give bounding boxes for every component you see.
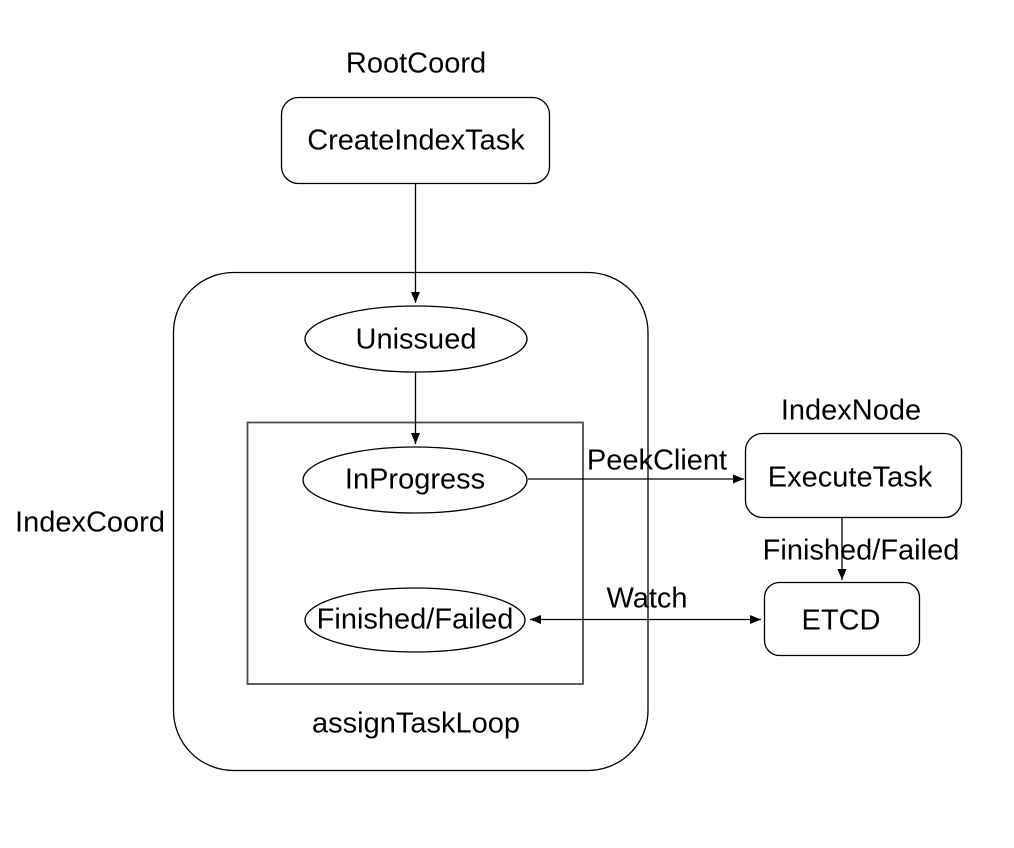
execute-task-label: ExecuteTask (767, 461, 933, 494)
etcd-box (763, 581, 921, 657)
index-coord-container (172, 271, 649, 772)
create-index-task-box (280, 96, 551, 185)
inprogress-label: InProgress (344, 463, 486, 496)
unissued-label: Unissued (355, 323, 477, 356)
etcd-label: ETCD (801, 604, 881, 637)
create-index-task-label: CreateIndexTask (307, 124, 525, 157)
watch-edge-label: Watch (606, 582, 688, 615)
peekclient-edge-label: PeekClient (586, 444, 728, 477)
unissued-ellipse (304, 305, 528, 373)
finished-failed-edge-label: Finished/Failed (762, 534, 960, 567)
inprogress-ellipse (302, 446, 528, 514)
indexnode-group-label: IndexNode (780, 394, 922, 427)
assigntaskloop-group-label: assignTaskLoop (312, 707, 520, 740)
rootcoord-group-label: RootCoord (345, 47, 487, 80)
execute-task-box (744, 432, 963, 519)
finished-failed-state-label: Finished/Failed (316, 603, 514, 636)
finished-failed-ellipse (304, 587, 526, 653)
indexcoord-group-label: IndexCoord (15, 506, 165, 539)
